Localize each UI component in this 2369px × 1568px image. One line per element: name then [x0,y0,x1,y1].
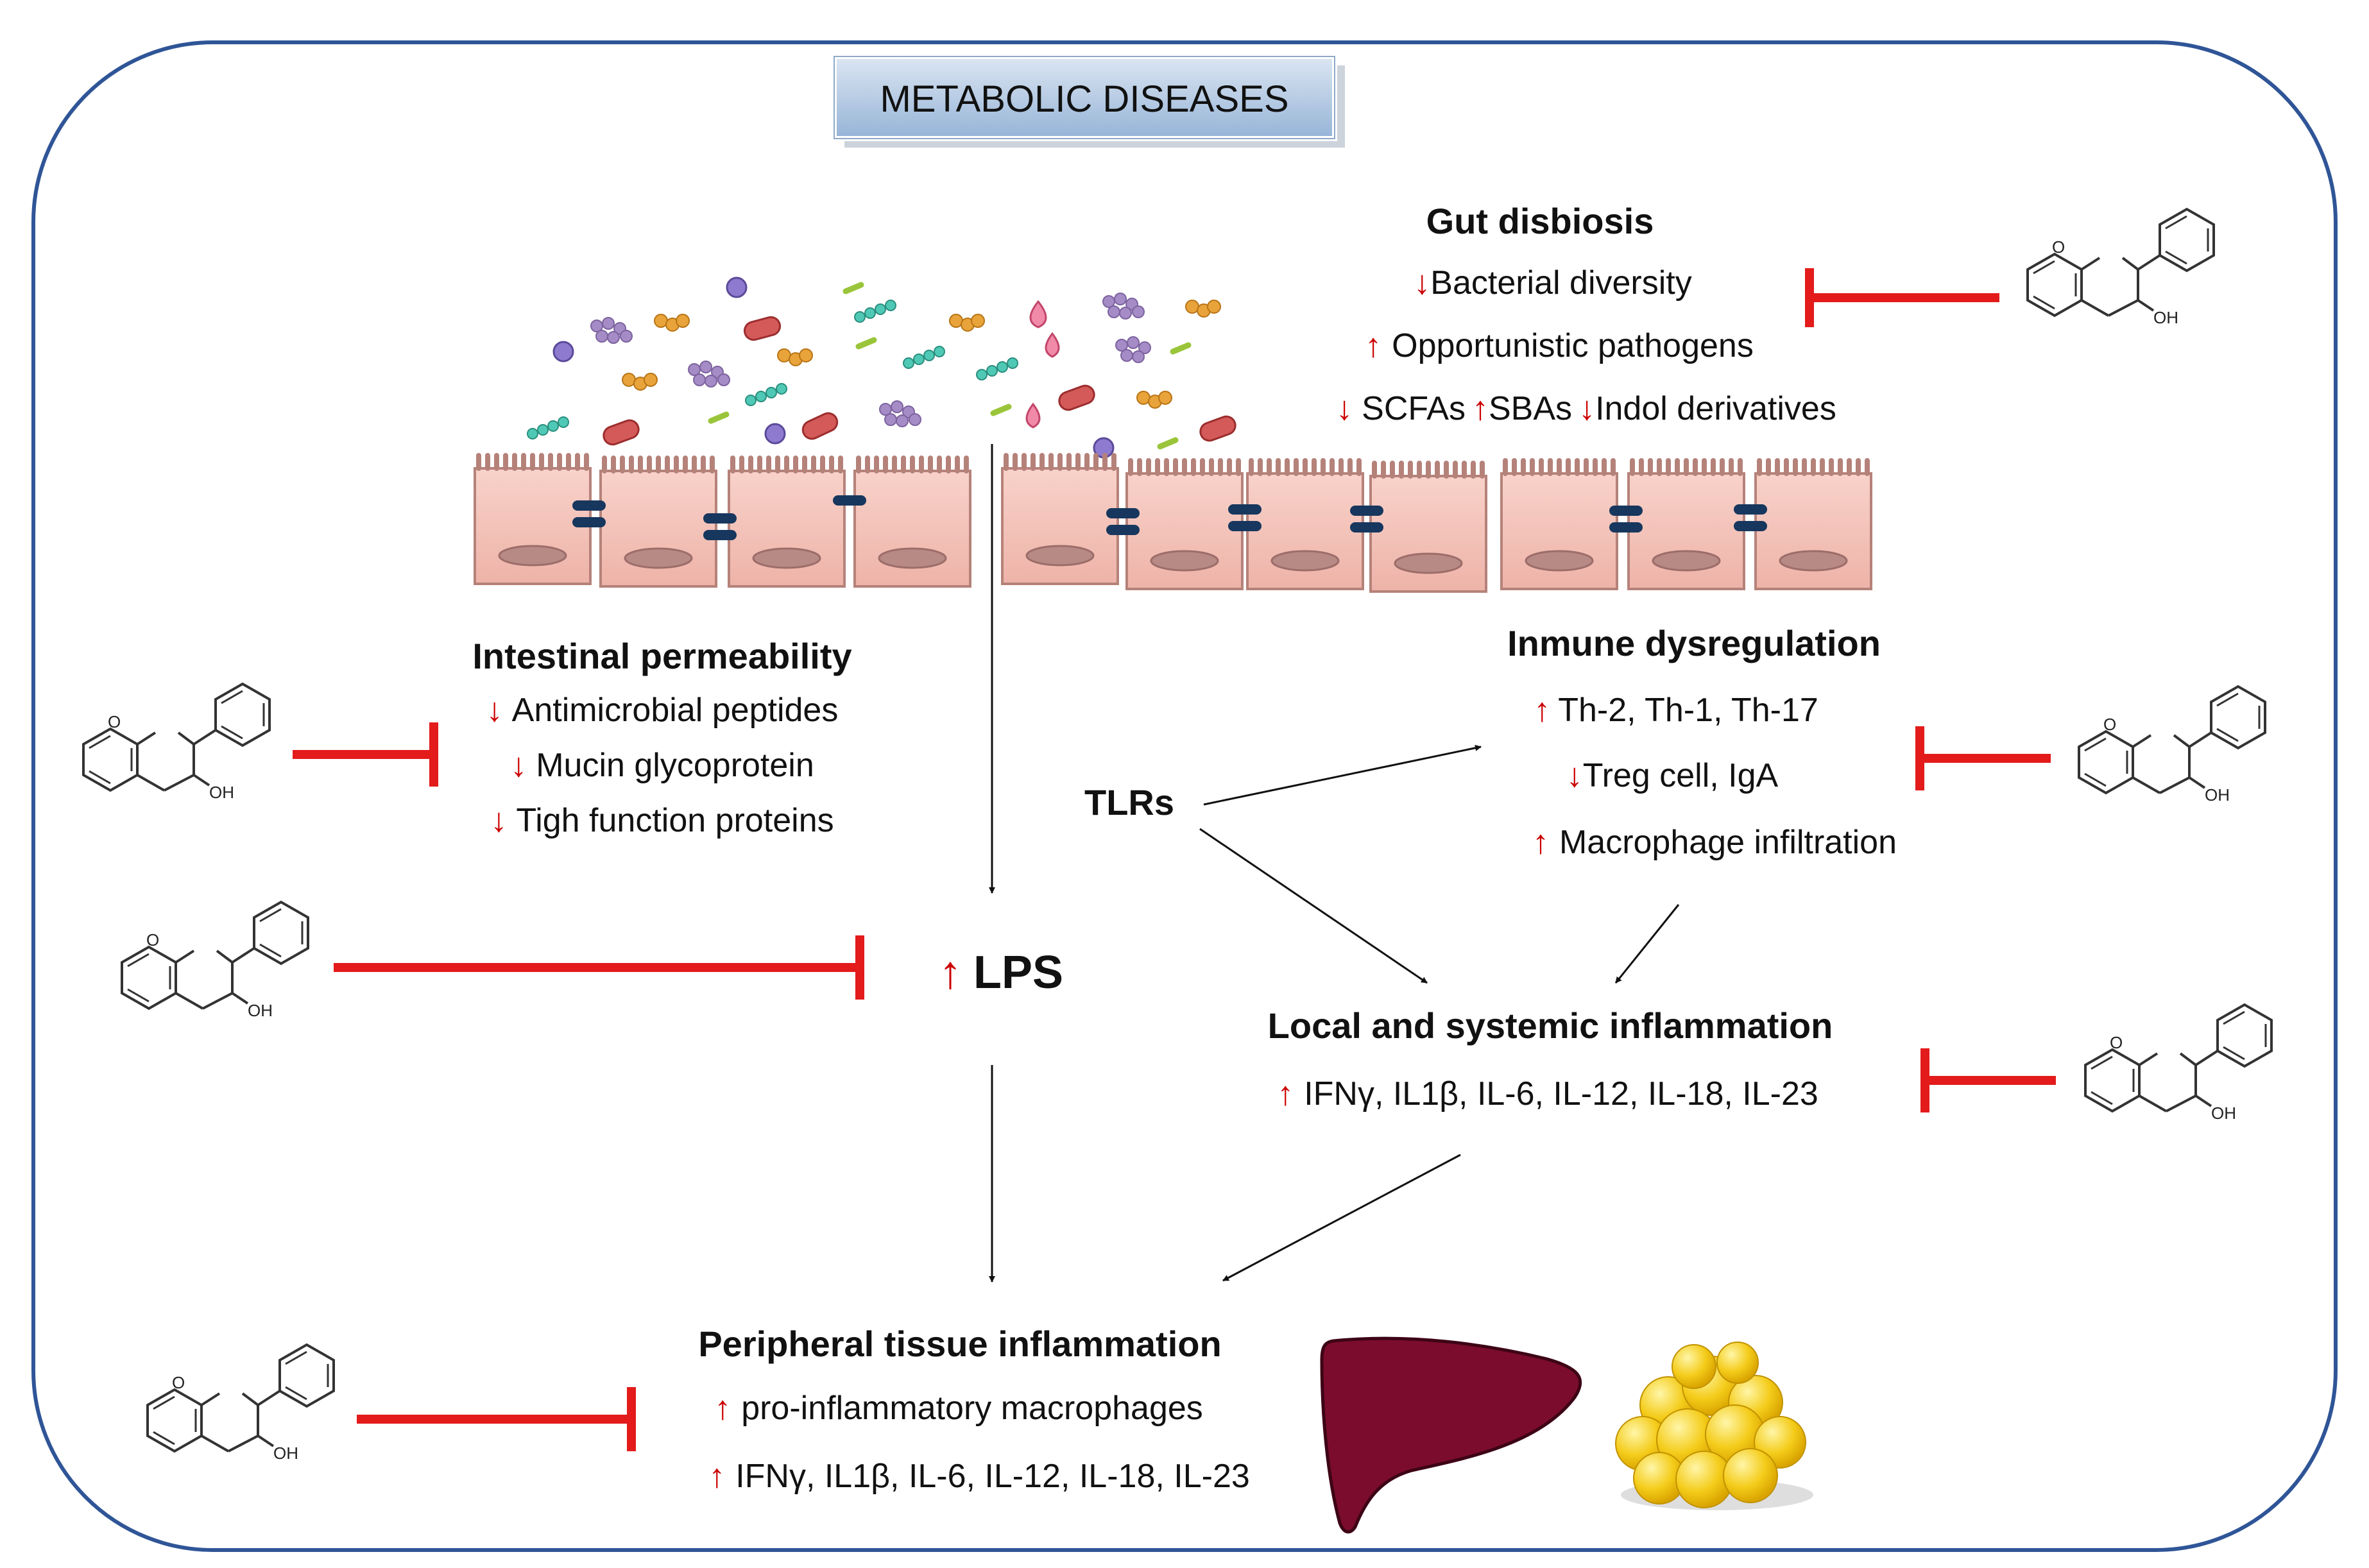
antimicrobial-peptides-text: Antimicrobial peptides [512,692,839,729]
svg-text:↓Tigh function proteins: ↓Tigh function proteins [490,802,834,839]
svg-text:↑Th-2, Th-1, Th-17: ↑Th-2, Th-1, Th-17 [1534,692,1818,729]
svg-text:O: O [2110,1033,2123,1052]
svg-text:↓Treg cell, IgA: ↓Treg cell, IgA [1566,757,1779,794]
flavanol-molecule-immune: O OH [2078,685,2266,805]
down-arrow-icon: ↓ [490,802,507,839]
up-arrow-icon: ↑ [1365,327,1381,364]
tlrs-label: TLRs [1084,782,1174,822]
up-arrow-icon: ↑ [939,947,962,998]
gut-dysbiosis-heading: Gut disbiosis [1426,201,1654,241]
up-arrow-icon: ↑ [1472,390,1489,427]
title-box: METABOLIC DISEASES [832,54,1345,148]
svg-text:O: O [146,930,159,950]
svg-text:↑Opportunistic pathogens: ↑ Opportunistic pathogens [1365,327,1754,364]
lps-label: LPS [973,947,1063,998]
svg-text:OH: OH [248,1001,273,1020]
local-systemic-inflammation-heading: Local and systemic inflammation [1268,1005,1833,1046]
inhibition-immune-dysregulation [1915,726,2051,790]
intestinal-permeability-heading: Intestinal permeability [472,636,851,676]
svg-text:↓Antimicrobial peptides: ↓Antimicrobial peptides [486,692,839,729]
up-arrow-icon: ↑ [714,1390,731,1427]
svg-text:OH: OH [2205,785,2230,805]
tight-function-proteins-text: Tigh function proteins [516,802,834,839]
pro-inflammatory-macrophages-text: pro-inflammatory macrophages [741,1390,1203,1427]
peripheral-tissue-inflammation-heading: Peripheral tissue inflammation [698,1324,1221,1364]
local-systemic-inflammation-block: Local and systemic inflammation ↑ IFNγ, I… [1268,1005,1833,1112]
down-arrow-icon: ↓ [1566,757,1583,794]
immune-dysregulation-block: Inmune dysregulation ↑Th-2, Th-1, Th-17 … [1507,623,1897,861]
svg-text:↑LPS: ↑LPS [939,947,1063,998]
th-cells-text: Th-2, Th-1, Th-17 [1558,692,1818,729]
peripheral-tissue-inflammation-block: Peripheral tissue inflammation ↑ pro-infl… [698,1324,1249,1495]
svg-text:OH: OH [209,783,234,802]
flavanol-molecule-inflammation: O OH [2084,1003,2273,1123]
immune-dysregulation-heading: Inmune dysregulation [1507,623,1881,663]
down-arrow-icon: ↓ [1414,264,1430,302]
bacterial-diversity-text: Bacterial diversity [1430,264,1691,302]
flavanol-molecule-peripheral: O OH [146,1343,335,1463]
svg-text:↑IFNγ, IL1β, IL-6, IL-12, IL-1: ↑ IFNγ, IL1β, IL-6, IL-12, IL-18, IL-23 [708,1458,1250,1495]
page-title: METABOLIC DISEASES [880,78,1288,120]
indol-derivatives-text: Indol derivatives [1595,390,1836,427]
svg-text:O: O [2103,715,2116,734]
arrow-inflammation-to-peripheral [1222,1154,1461,1282]
gut-dysbiosis-block: Gut disbiosis ↓Bacterial diversity ↑Oppo… [1336,201,1836,427]
cytokines-text: IFNγ, IL1β, IL-6, IL-12, IL-18, IL-23 [1304,1075,1818,1112]
liver-illustration [1320,1336,1582,1534]
svg-text:OH: OH [2153,308,2178,327]
up-arrow-icon: ↑ [708,1458,725,1495]
inhibition-lps [334,935,864,1000]
macrophage-infiltration-text: Macrophage infiltration [1559,824,1897,861]
flavanol-molecule-lps: O OH [121,901,309,1020]
svg-text:↓Mucin glycoprotein: ↓Mucin glycoprotein [510,747,814,784]
sbas-text: SBAs [1489,390,1572,427]
outer-frame [31,40,2338,1552]
mucin-glycoprotein-text: Mucin glycoprotein [536,747,814,784]
svg-text:O: O [108,712,121,731]
down-arrow-icon: ↓ [510,747,527,784]
gut-microbiota-illustration [527,277,1236,459]
svg-text:↑Macrophage infiltration: ↑ Macrophage infiltration [1532,824,1897,861]
treg-iga-text: Treg cell, IgA [1583,757,1779,794]
intestinal-permeability-block: Intestinal permeability ↓Antimicrobial p… [472,636,851,839]
up-arrow-icon: ↑ [1532,824,1549,861]
arrow-tlrs-to-inflammation [1199,828,1428,984]
flavanol-molecule-gut: O OH [2026,208,2215,327]
svg-text:↓SCFAs↑SBAs↓Indol derivatives: ↓SCFAs↑SBAs↓Indol derivatives [1336,390,1836,427]
down-arrow-icon: ↓ [1578,390,1595,427]
scfas-text: SCFAs [1362,390,1466,427]
inhibition-gut-dysbiosis [1805,268,1999,327]
adipose-tissue-illustration [1615,1342,1813,1510]
inhibition-local-inflammation [1920,1048,2056,1112]
arrow-tlrs-to-immune [1203,744,1482,806]
up-arrow-icon: ↑ [1534,692,1550,729]
svg-text:↓Bacterial diversity: ↓Bacterial diversity [1414,264,1691,302]
svg-text:O: O [172,1373,185,1392]
svg-text:OH: OH [2211,1104,2236,1123]
flavanol-molecule-permeability: O OH [82,683,271,802]
svg-text:↑pro-inflammatory macrophages: ↑ pro-inflammatory macrophages [714,1390,1203,1427]
inhibition-markers [293,268,2056,1451]
down-arrow-icon: ↓ [1336,390,1353,427]
arrow-immune-to-inflammation [1614,904,1680,984]
svg-text:↑IFNγ, IL1β, IL-6, IL-12, IL-1: ↑ IFNγ, IL1β, IL-6, IL-12, IL-18, IL-23 [1277,1075,1818,1112]
svg-text:OH: OH [273,1444,298,1463]
down-arrow-icon: ↓ [486,692,503,729]
intestinal-epithelium [475,456,1871,592]
svg-text:O: O [2052,237,2065,257]
up-arrow-icon: ↑ [1277,1075,1294,1112]
opportunistic-pathogens-text: Opportunistic pathogens [1392,327,1754,364]
inhibition-peripheral-inflammation [357,1387,636,1451]
flow-arrows [989,444,1680,1283]
inhibition-intestinal-permeability [293,722,438,787]
peripheral-cytokines-text: IFNγ, IL1β, IL-6, IL-12, IL-18, IL-23 [735,1458,1250,1495]
